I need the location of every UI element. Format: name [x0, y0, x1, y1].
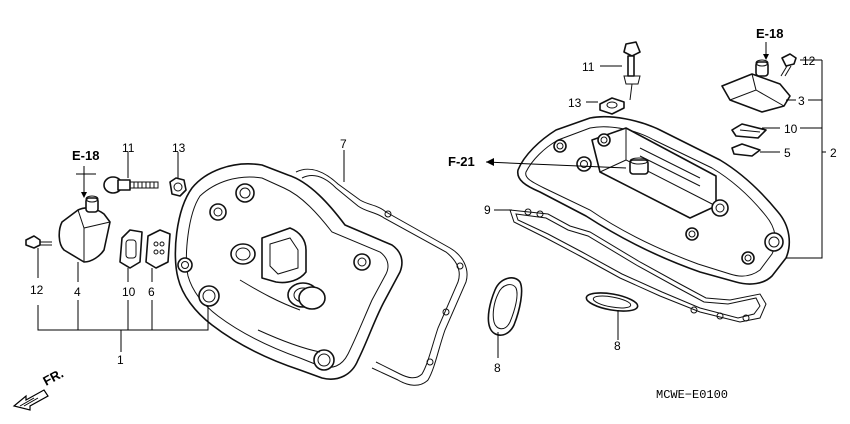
reference-f21: F-21	[448, 154, 475, 169]
callout-10-left: 10	[122, 285, 136, 299]
callout-3: 3	[798, 94, 805, 108]
callout-12-right: 12	[802, 54, 816, 68]
front-arrow-icon	[12, 389, 49, 411]
callout-7: 7	[340, 137, 347, 151]
breather-cover-right	[721, 59, 791, 113]
callout-2: 2	[830, 146, 837, 160]
callout-11-right: 11	[582, 60, 595, 74]
hollow-bolt-right	[623, 41, 641, 101]
callout-13-right: 13	[568, 96, 582, 110]
flange-bolt-left	[25, 235, 52, 249]
front-direction-label: FR.	[40, 366, 66, 389]
breather-plate-left	[145, 229, 171, 269]
callout-8-left: 8	[494, 361, 501, 375]
leader-lines-right	[485, 42, 826, 340]
hollow-bolt-left	[103, 176, 159, 194]
callout-12-left: 12	[30, 283, 44, 297]
callout-1: 1	[117, 353, 124, 367]
callout-4: 4	[74, 285, 81, 299]
plug-hole-seal-right	[585, 292, 639, 312]
breather-body-left	[58, 195, 111, 263]
callout-11-left: 11	[122, 141, 135, 155]
sealing-washer-right	[599, 97, 625, 115]
callout-labels: E-18 11 13 12 4 10 6 1 7 8 E-18 11 13 12…	[30, 26, 837, 402]
reference-e18-right: E-18	[756, 26, 783, 41]
breather-gasket-left	[119, 229, 143, 269]
cover-gasket-left	[295, 168, 468, 386]
sealing-washer-left	[169, 177, 187, 197]
cylinder-head-cover-left	[174, 163, 403, 380]
callout-10-right: 10	[784, 122, 798, 136]
flange-bolt-right	[780, 53, 797, 77]
callout-13-left: 13	[172, 141, 186, 155]
diagram-code: MCWE−E0100	[656, 388, 728, 402]
reference-e18-left: E-18	[72, 148, 99, 163]
callout-9: 9	[484, 203, 491, 217]
cover-gasket-right	[509, 208, 767, 323]
plug-hole-seal-left	[487, 277, 523, 336]
cylinder-head-cover-right	[516, 115, 791, 285]
callout-6: 6	[148, 285, 155, 299]
leader-lines-left	[37, 150, 499, 358]
breather-gasket-right	[731, 123, 767, 139]
callout-8-right: 8	[614, 339, 621, 353]
breather-plate-right	[731, 143, 761, 157]
callout-5: 5	[784, 146, 791, 160]
